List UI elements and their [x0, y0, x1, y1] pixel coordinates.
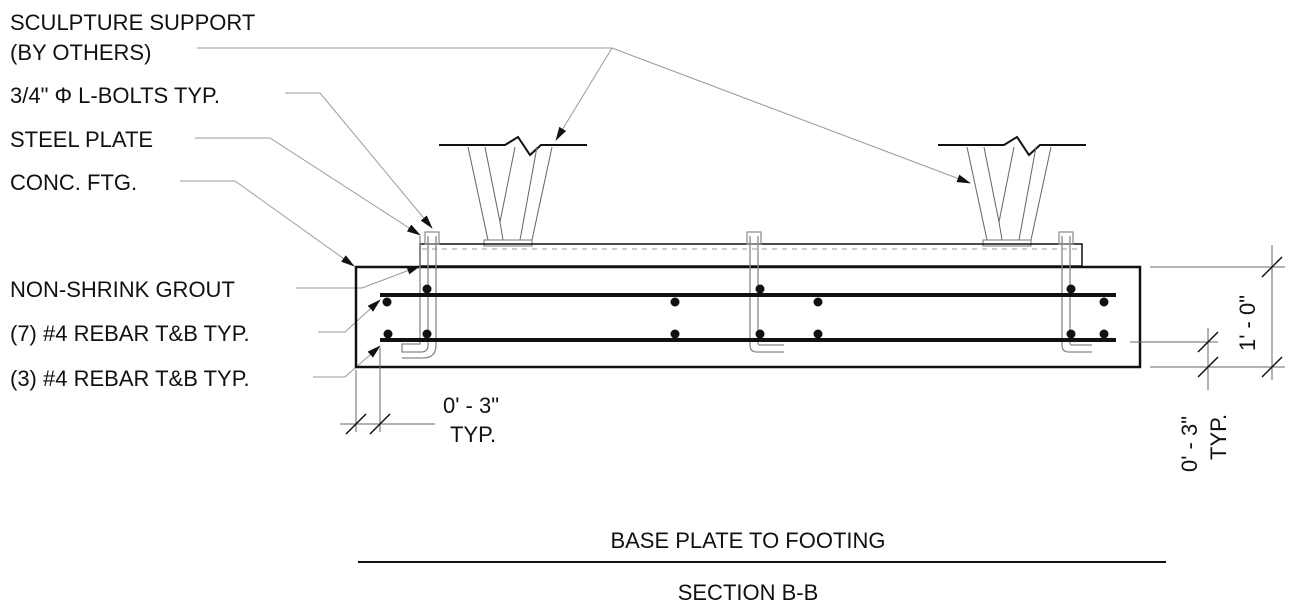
dimension-bottom-left [340, 348, 435, 435]
label-sculpture-support-1: SCULPTURE SUPPORT [10, 10, 255, 35]
label-l-bolts: 3/4" Φ L-BOLTS TYP. [10, 83, 220, 108]
label-steel-plate: STEEL PLATE [10, 127, 153, 152]
label-conc-ftg: CONC. FTG. [10, 170, 137, 195]
detail-title: BASE PLATE TO FOOTING [610, 528, 885, 553]
label-rebar-3: (3) #4 REBAR T&B TYP. [10, 366, 250, 391]
sculpture-support-right [938, 135, 1086, 247]
dimension-right [1130, 245, 1285, 390]
dim-bottom-cover-value: 0' - 3" [443, 393, 499, 418]
label-sculpture-support-2: (BY OTHERS) [10, 40, 151, 65]
section-title: SECTION B-B [678, 580, 819, 605]
dim-side-cover-note: TYP. [1206, 414, 1231, 460]
rebar-dots [382, 284, 1109, 339]
steel-plate [419, 243, 1083, 267]
dim-height-value: 1' - 0" [1235, 295, 1260, 351]
concrete-footing [354, 265, 1142, 369]
label-rebar-7: (7) #4 REBAR T&B TYP. [10, 321, 250, 346]
leader-lines [180, 47, 971, 378]
dim-side-cover-value: 0' - 3" [1177, 416, 1202, 472]
label-grout: NON-SHRINK GROUT [10, 277, 235, 302]
dim-bottom-cover-note: TYP. [450, 422, 496, 447]
sculpture-support-left [439, 135, 587, 247]
